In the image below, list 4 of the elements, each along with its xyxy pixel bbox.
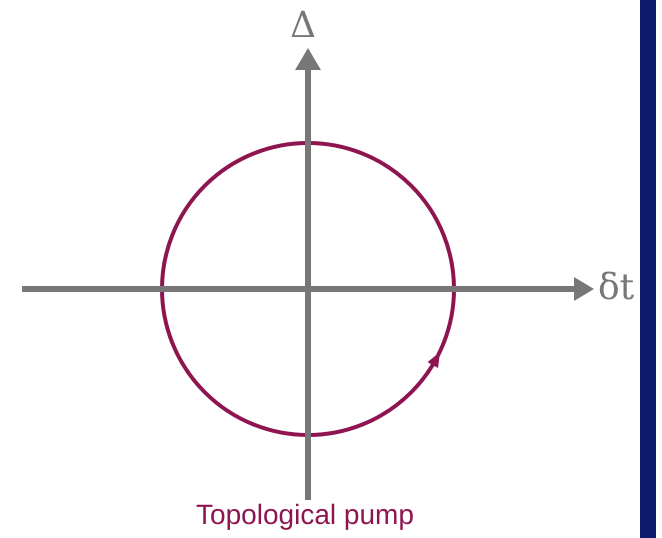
caption: Topological pump [195,500,415,531]
axis-label: Δ [290,8,316,44]
axis-label: δt [598,270,634,306]
side-bar [640,0,656,538]
